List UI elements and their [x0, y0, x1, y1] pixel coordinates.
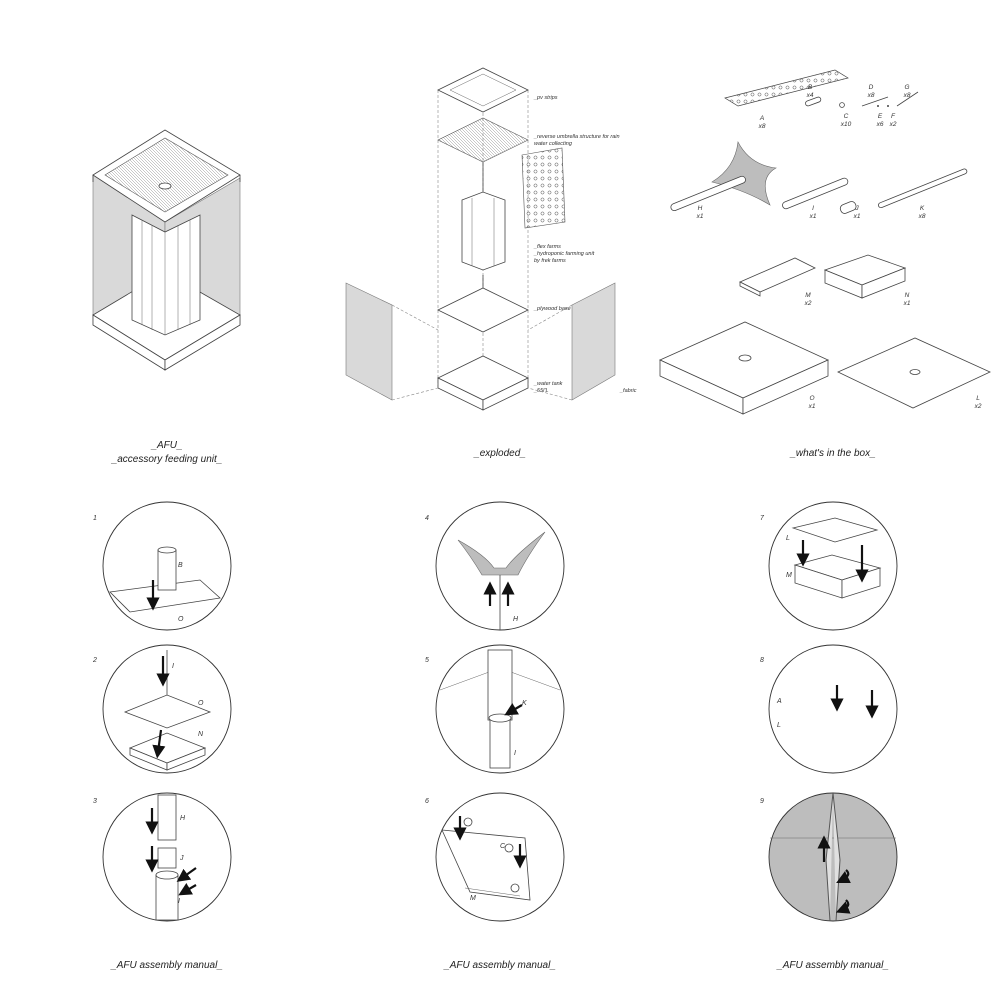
exploded-caption: _exploded_: [473, 448, 526, 459]
part-F-qty: x2: [889, 121, 897, 128]
part-G-letter: G: [904, 84, 909, 91]
part-A-letter: A: [759, 115, 764, 122]
afu-title: _AFU_: [150, 440, 182, 451]
part-N-letter: N: [905, 292, 910, 299]
part-N-qty: x1: [903, 300, 911, 307]
manual-caption-3: _AFU assembly manual_: [776, 960, 889, 971]
step-8-label-L: L: [777, 722, 781, 729]
part-I-letter: I: [812, 205, 814, 212]
step-3-number: 3: [93, 798, 97, 805]
parts-box-drawing: [659, 69, 991, 415]
step-2-label-N: N: [198, 731, 204, 738]
part-K-letter: K: [920, 205, 925, 212]
step-5-diagram: [435, 644, 565, 774]
step-1-diagram: [102, 501, 232, 631]
part-M-letter: M: [805, 292, 811, 299]
step-8-label-A: A: [776, 698, 782, 705]
exploded-view-drawing: [345, 67, 616, 411]
step-2-label-O: O: [198, 700, 204, 707]
part-H-qty: x1: [696, 213, 704, 220]
step-2-number: 2: [92, 657, 97, 664]
step-5-label-I: I: [514, 750, 516, 757]
step-6-label-C: C: [500, 843, 506, 850]
part-G-qty: x8: [903, 92, 911, 99]
label-tank-2: _55l'L: [533, 388, 549, 394]
step-4-diagram: [435, 501, 565, 631]
step-6-diagram: [435, 792, 565, 922]
step-2-diagram: [102, 644, 232, 774]
part-C-qty: x10: [840, 121, 852, 128]
step-6-number: 6: [425, 798, 429, 805]
step-1-number: 1: [93, 515, 97, 522]
step-7-label-M: M: [786, 572, 792, 579]
afu-subtitle: _accessory feeding unit_: [111, 454, 223, 465]
part-D-qty: x8: [867, 92, 875, 99]
part-C-letter: C: [844, 113, 849, 120]
afu-isometric-drawing: [92, 129, 241, 371]
box-caption: _what's in the box_: [789, 448, 875, 459]
step-7-number: 7: [760, 515, 765, 522]
step-3-diagram: [102, 792, 232, 922]
label-fabric: _fabric: [619, 388, 637, 394]
step-3-label-J: J: [179, 855, 184, 862]
part-A-qty: x8: [758, 123, 766, 130]
step-3-label-H: H: [180, 815, 186, 822]
part-E-letter: E: [878, 113, 883, 120]
part-D-letter: D: [869, 84, 874, 91]
step-9-number: 9: [760, 798, 764, 805]
step-2-label-I: I: [172, 663, 174, 670]
part-L-letter: L: [976, 395, 980, 402]
part-J-qty: x1: [853, 213, 861, 220]
manual-caption-2: _AFU assembly manual_: [443, 960, 556, 971]
step-4-number: 4: [425, 515, 429, 522]
step-5-number: 5: [425, 657, 429, 664]
step-1-label-O: O: [178, 616, 184, 623]
part-I-qty: x1: [809, 213, 817, 220]
part-B-letter: B: [808, 84, 813, 91]
label-flex-1: _flex farms: [533, 244, 561, 250]
step-8-number: 8: [760, 657, 764, 664]
step-7-label-L: L: [786, 535, 790, 542]
step-1-label-B: B: [178, 562, 183, 569]
step-7-diagram: [768, 501, 898, 631]
step-8-diagram: [768, 644, 898, 774]
step-4-label-H: H: [513, 616, 519, 623]
part-L-qty: x2: [974, 403, 982, 410]
label-tank-1: _water tank: [533, 381, 563, 387]
label-umbrella-1: _reverse umbrella structure for rain: [533, 134, 620, 140]
step-6-label-M: M: [470, 895, 476, 902]
part-F-letter: F: [891, 113, 896, 120]
step-3-label-I: I: [178, 898, 180, 905]
part-O-letter: O: [809, 395, 814, 402]
label-umbrella-2: water collecting: [534, 141, 573, 147]
step-5-label-K: K: [522, 700, 527, 707]
part-H-letter: H: [698, 205, 703, 212]
label-flex-3: by frek farms: [534, 258, 566, 264]
step-9-diagram: [768, 792, 898, 922]
manual-caption-1: _AFU assembly manual_: [110, 960, 223, 971]
part-K-qty: x8: [918, 213, 926, 220]
label-pv-strips: _pv strips: [533, 95, 558, 101]
part-E-qty: x6: [876, 121, 884, 128]
label-flex-2: _hydroponic farming unit: [533, 251, 595, 257]
part-O-qty: x1: [808, 403, 816, 410]
part-M-qty: x2: [804, 300, 812, 307]
part-B-qty: x4: [806, 92, 814, 99]
part-J-letter: J: [854, 205, 859, 212]
label-plywood: _plywood base: [533, 306, 571, 312]
